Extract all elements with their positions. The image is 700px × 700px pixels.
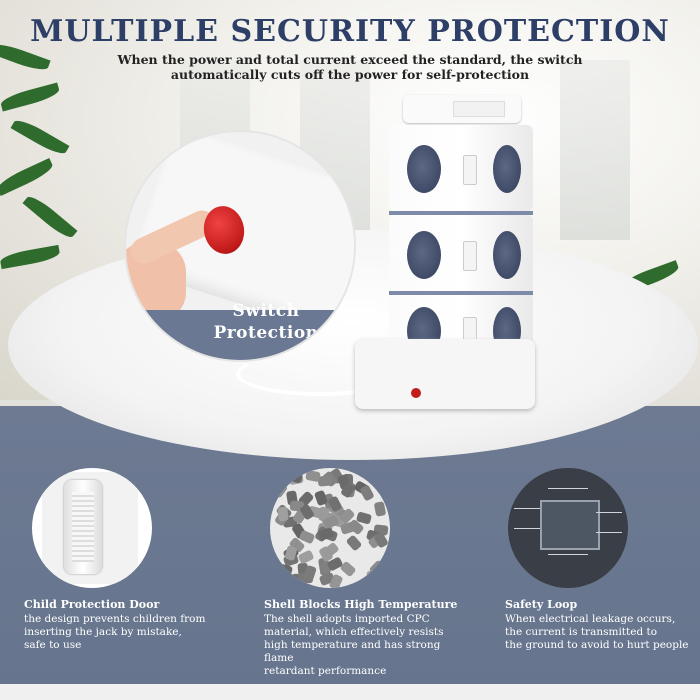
feature-text: safe to use [24,639,82,651]
switch-icon [463,155,477,185]
page-title: MULTIPLE SECURITY PROTECTION [30,14,670,49]
feature-caption: Child Protection Door the design prevent… [24,598,224,652]
pellet [313,489,328,506]
feature-text: the current is transmitted to [505,626,658,638]
bottom-strip [0,684,700,700]
pellet [373,500,387,517]
feature-caption: Shell Blocks High Temperature The shell … [264,598,464,678]
child-door-icon [64,480,102,574]
pellet [304,469,321,483]
subtitle-line: When the power and total current exceed … [117,52,583,67]
pellet [346,534,363,552]
window-light [560,60,630,240]
power-strip-tower [355,95,535,425]
callout-line: Protection [213,323,319,343]
tower-base [355,339,535,409]
callout-line: Switch [232,301,300,321]
feature-title: Safety Loop [505,598,578,611]
feature-text: The shell adopts imported CPC [264,613,430,625]
feature-text: inserting the jack by mistake, [24,626,182,638]
blue-ring [389,211,533,215]
feature-image-child-door [32,468,152,588]
tower-cap [403,95,521,123]
socket-icon [407,231,441,279]
callout-band [126,310,354,360]
feature-text: When electrical leakage occurs, [505,613,676,625]
socket-icon [493,231,521,279]
feature-text: the design prevents children from [24,613,206,625]
feature-image-circuit [508,468,628,588]
feature-text: high temperature and has strong flame [264,639,441,664]
subtitle-line: automatically cuts off the power for sel… [170,67,530,82]
pellet [276,506,289,522]
feature-text: the ground to avoid to hurt people [505,639,689,651]
pellet [271,481,288,499]
pellet [358,484,375,502]
feature-title: Child Protection Door [24,598,160,611]
blue-ring [389,291,533,295]
circuit-chip-icon [540,500,600,550]
feature-text: retardant performance [264,665,387,677]
feature-text: material, which effectively resists [264,626,444,638]
switch-icon [463,241,477,271]
page-subtitle: When the power and total current exceed … [80,52,620,82]
indicator-light-icon [411,388,421,398]
callout-label: Switch Protection [186,300,346,344]
tower-tier [389,215,533,301]
socket-icon [493,145,521,193]
switch-callout: Switch Protection [126,132,354,360]
feature-image-pellets [270,468,390,588]
socket-icon [407,145,441,193]
feature-caption: Safety Loop When electrical leakage occu… [505,598,700,652]
feature-title: Shell Blocks High Temperature [264,598,458,611]
tower-tier [389,125,533,211]
